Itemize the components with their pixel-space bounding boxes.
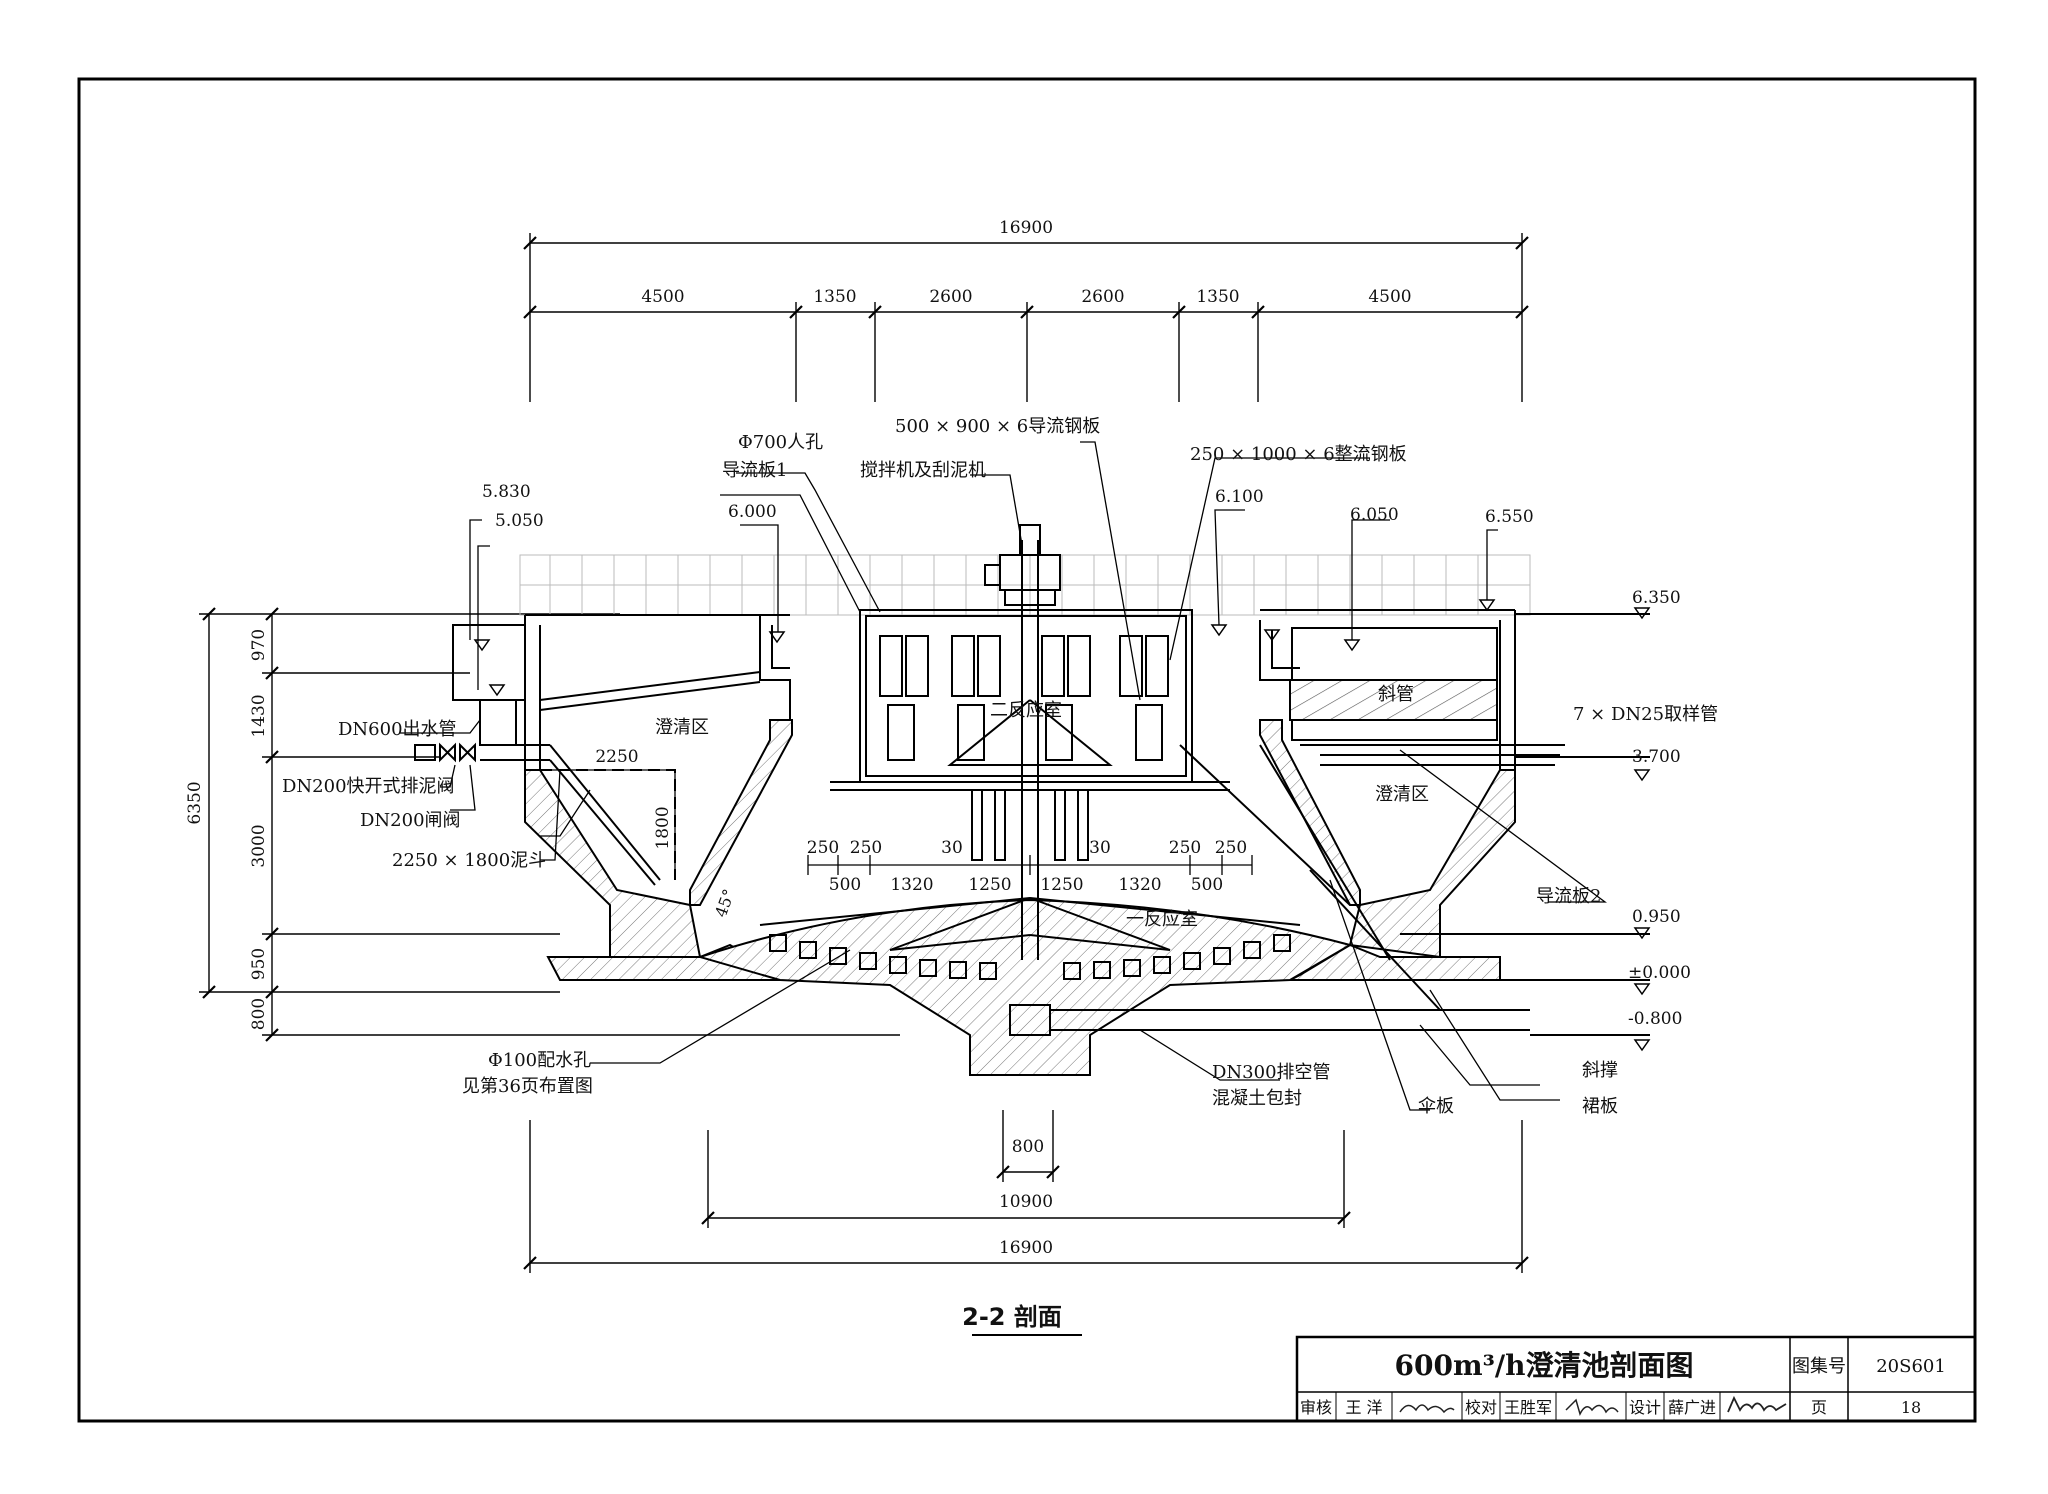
bottom-dimensions [523, 1110, 1529, 1273]
dim-top-5: 1350 [1196, 287, 1239, 307]
elev-5050: 5.050 [495, 511, 544, 531]
dim-in-250-c: 250 [1169, 838, 1201, 858]
dim-top-total: 16900 [999, 218, 1053, 238]
label-gate-valve: DN200闸阀 [360, 810, 461, 831]
dim-bottom-16900: 16900 [999, 1238, 1053, 1258]
label-umbrella: 伞板 [1418, 1096, 1454, 1117]
design-name: 薛广进 [1668, 1398, 1716, 1417]
dim-in-30-r: 30 [1089, 838, 1111, 858]
dim-top-1: 4500 [641, 287, 684, 307]
label-guide-plate: 500 × 900 × 6导流钢板 [895, 416, 1100, 437]
label-brace: 斜撑 [1582, 1060, 1618, 1081]
dim-in-1320-r: 1320 [1118, 875, 1161, 895]
review-signature [1399, 1404, 1455, 1414]
elev-3700: 3.700 [1632, 747, 1681, 767]
drawing-frame [77, 77, 1977, 1423]
dim-in-1250-r: 1250 [1040, 875, 1083, 895]
label-hole-1: Φ100配水孔 [488, 1050, 591, 1071]
label-drain-2: 混凝土包封 [1212, 1088, 1302, 1109]
label-second-reaction: 二反应室 [990, 700, 1062, 721]
water-level-markers [473, 599, 1651, 1052]
label-outlet-pipe: DN600出水管 [338, 719, 457, 740]
review-name: 王 洋 [1345, 1398, 1382, 1417]
tank-structure [524, 719, 1516, 1076]
label-clarify-left: 澄清区 [655, 717, 709, 738]
elev-6550: 6.550 [1485, 507, 1534, 527]
check-signature [1565, 1398, 1619, 1417]
dim-top-6: 4500 [1368, 287, 1411, 307]
dim-in-250-d: 250 [1215, 838, 1247, 858]
tank-outline [414, 524, 1650, 1036]
left-dimensions [199, 607, 900, 1042]
review-label: 审核 [1300, 1398, 1332, 1417]
check-label: 校对 [1465, 1398, 1497, 1417]
dim-in-30-l: 30 [941, 838, 963, 858]
dim-bottom-800: 800 [1012, 1137, 1044, 1157]
label-first-reaction: 一反应室 [1126, 909, 1198, 930]
label-hole-2: 见第36页布置图 [462, 1076, 593, 1097]
label-clarify-right: 澄清区 [1375, 784, 1429, 805]
elev-6100: 6.100 [1215, 487, 1264, 507]
label-drain-1: DN300排空管 [1212, 1062, 1331, 1083]
title-block-frame [1295, 1335, 1977, 1423]
page-label: 页 [1811, 1398, 1827, 1417]
page-number: 18 [1901, 1398, 1921, 1417]
check-name: 王胜军 [1504, 1398, 1552, 1417]
elev-6050: 6.050 [1350, 505, 1399, 525]
elev-6000: 6.000 [728, 502, 777, 522]
dim-in-500-r: 500 [1191, 875, 1223, 895]
dim-bottom-10900: 10900 [999, 1192, 1053, 1212]
dim-top-4: 2600 [1081, 287, 1124, 307]
dim-in-1320-l: 1320 [890, 875, 933, 895]
label-mixer: 搅拌机及刮泥机 [860, 460, 986, 481]
elev-0950: 0.950 [1632, 907, 1681, 927]
dim-sludge-h: 1800 [653, 806, 673, 849]
section-title: 2-2 剖面 [962, 1303, 1062, 1331]
elev-6350: 6.350 [1632, 588, 1681, 608]
label-manhole: Φ700人孔 [738, 432, 823, 453]
dim-left-1: 970 [249, 629, 269, 661]
label-quick-valve: DN200快开式排泥阀 [282, 776, 455, 797]
dim-left-4: 950 [249, 948, 269, 980]
label-sampling-pipe: 7 × DN25取样管 [1573, 704, 1718, 725]
atlas-number: 20S601 [1876, 1356, 1946, 1377]
label-skirt: 裙板 [1582, 1096, 1618, 1117]
dim-top-2: 1350 [813, 287, 856, 307]
dim-left-3: 3000 [249, 824, 269, 867]
dim-sludge-w: 2250 [595, 747, 638, 767]
dim-left-total: 6350 [185, 781, 205, 824]
dim-in-250-b: 250 [850, 838, 882, 858]
inner-dimensions [540, 769, 1253, 880]
label-inclined-tube: 斜管 [1378, 684, 1414, 705]
design-signature [1727, 1395, 1787, 1413]
dim-in-500-l: 500 [829, 875, 861, 895]
top-dimensions [523, 233, 1529, 402]
atlas-label: 图集号 [1792, 1356, 1846, 1377]
drawing-title: 600m³/h澄清池剖面图 [1395, 1349, 1694, 1382]
design-label: 设计 [1629, 1398, 1661, 1417]
leader-lines [400, 441, 1648, 1111]
dim-left-5: 800 [249, 998, 269, 1030]
elev-m0800: -0.800 [1628, 1009, 1682, 1029]
label-baffle2: 导流板2 [1536, 886, 1601, 907]
dim-top-3: 2600 [929, 287, 972, 307]
dim-left-2: 1430 [249, 694, 269, 737]
elev-5830: 5.830 [482, 482, 531, 502]
label-sludge-hopper: 2250 × 1800泥斗 [392, 850, 546, 871]
elev-0000: ±0.000 [1628, 963, 1691, 983]
label-rect-plate: 250 × 1000 × 6整流钢板 [1190, 444, 1407, 465]
dim-in-1250-l: 1250 [968, 875, 1011, 895]
dim-in-250-a: 250 [807, 838, 839, 858]
dim-angle: 45° [711, 887, 739, 920]
label-baffle1: 导流板1 [722, 460, 787, 481]
